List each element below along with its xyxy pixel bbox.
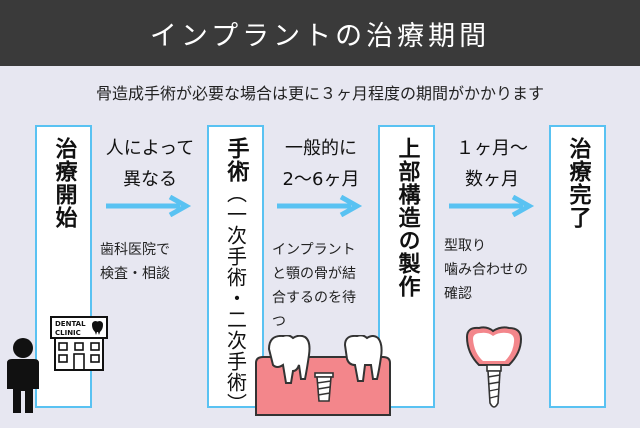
detail-line: 検査・相談 [100, 266, 170, 282]
transition-heading: １ヶ月〜 数ヶ月 [439, 133, 545, 195]
arrow-icon [277, 195, 363, 217]
detail-line: と顎の骨が結 [272, 266, 356, 282]
heading-line: 異なる [123, 169, 177, 190]
transition-heading: 一般的に 2〜6ヶ月 [268, 133, 374, 195]
detail-line: 噛み合わせの [444, 262, 528, 278]
stage-column-complete: 治療完了 [549, 125, 606, 408]
heading-line: 2〜6ヶ月 [282, 169, 360, 190]
stage-label: 手術（一次手術・二次手術） [223, 137, 249, 414]
clinic-sign-line: CLINIC [55, 329, 81, 337]
page-title: インプラントの治療期間 [149, 20, 491, 52]
detail-line: つ [272, 314, 286, 330]
detail-line: 歯科医院で [100, 242, 170, 258]
transition-detail: インプラント と顎の骨が結 合するのを待 つ [272, 238, 376, 334]
arrow-icon [449, 195, 535, 217]
detail-line: 型取り [444, 238, 486, 254]
heading-line: １ヶ月〜 [456, 138, 528, 159]
transition-detail: 歯科医院で 検査・相談 [100, 238, 204, 286]
person-icon [7, 338, 39, 413]
dental-clinic-icon: DENTAL CLINIC [50, 316, 108, 371]
clinic-sign-line: DENTAL [55, 320, 86, 328]
transition-heading: 人によって 異なる [97, 133, 203, 195]
title-bar: インプラントの治療期間 [0, 0, 640, 66]
stage-label: 上部構造の製作 [394, 137, 420, 298]
detail-line: 合するのを待 [272, 290, 356, 306]
stage-label: 治療完了 [565, 137, 591, 229]
stage-label: 治療開始 [51, 137, 77, 229]
stage-column-superstructure: 上部構造の製作 [378, 125, 435, 408]
arrow-icon [106, 195, 192, 217]
stage-sublabel: （一次手術・二次手術） [223, 183, 248, 414]
detail-line: 確認 [444, 286, 472, 302]
transition-detail: 型取り 噛み合わせの 確認 [444, 234, 548, 306]
heading-line: 数ヶ月 [465, 169, 519, 190]
heading-line: 人によって [105, 138, 195, 159]
detail-line: インプラント [272, 242, 356, 258]
implant-crown-icon [465, 326, 523, 408]
stage-label-main: 手術 [223, 137, 249, 183]
implant-gum-icon [255, 335, 391, 416]
note-text: 骨造成手術が必要な場合は更に３ヶ月程度の期間がかかります [95, 84, 544, 103]
heading-line: 一般的に [285, 138, 357, 159]
stage-column-surgery: 手術（一次手術・二次手術） [207, 125, 264, 414]
